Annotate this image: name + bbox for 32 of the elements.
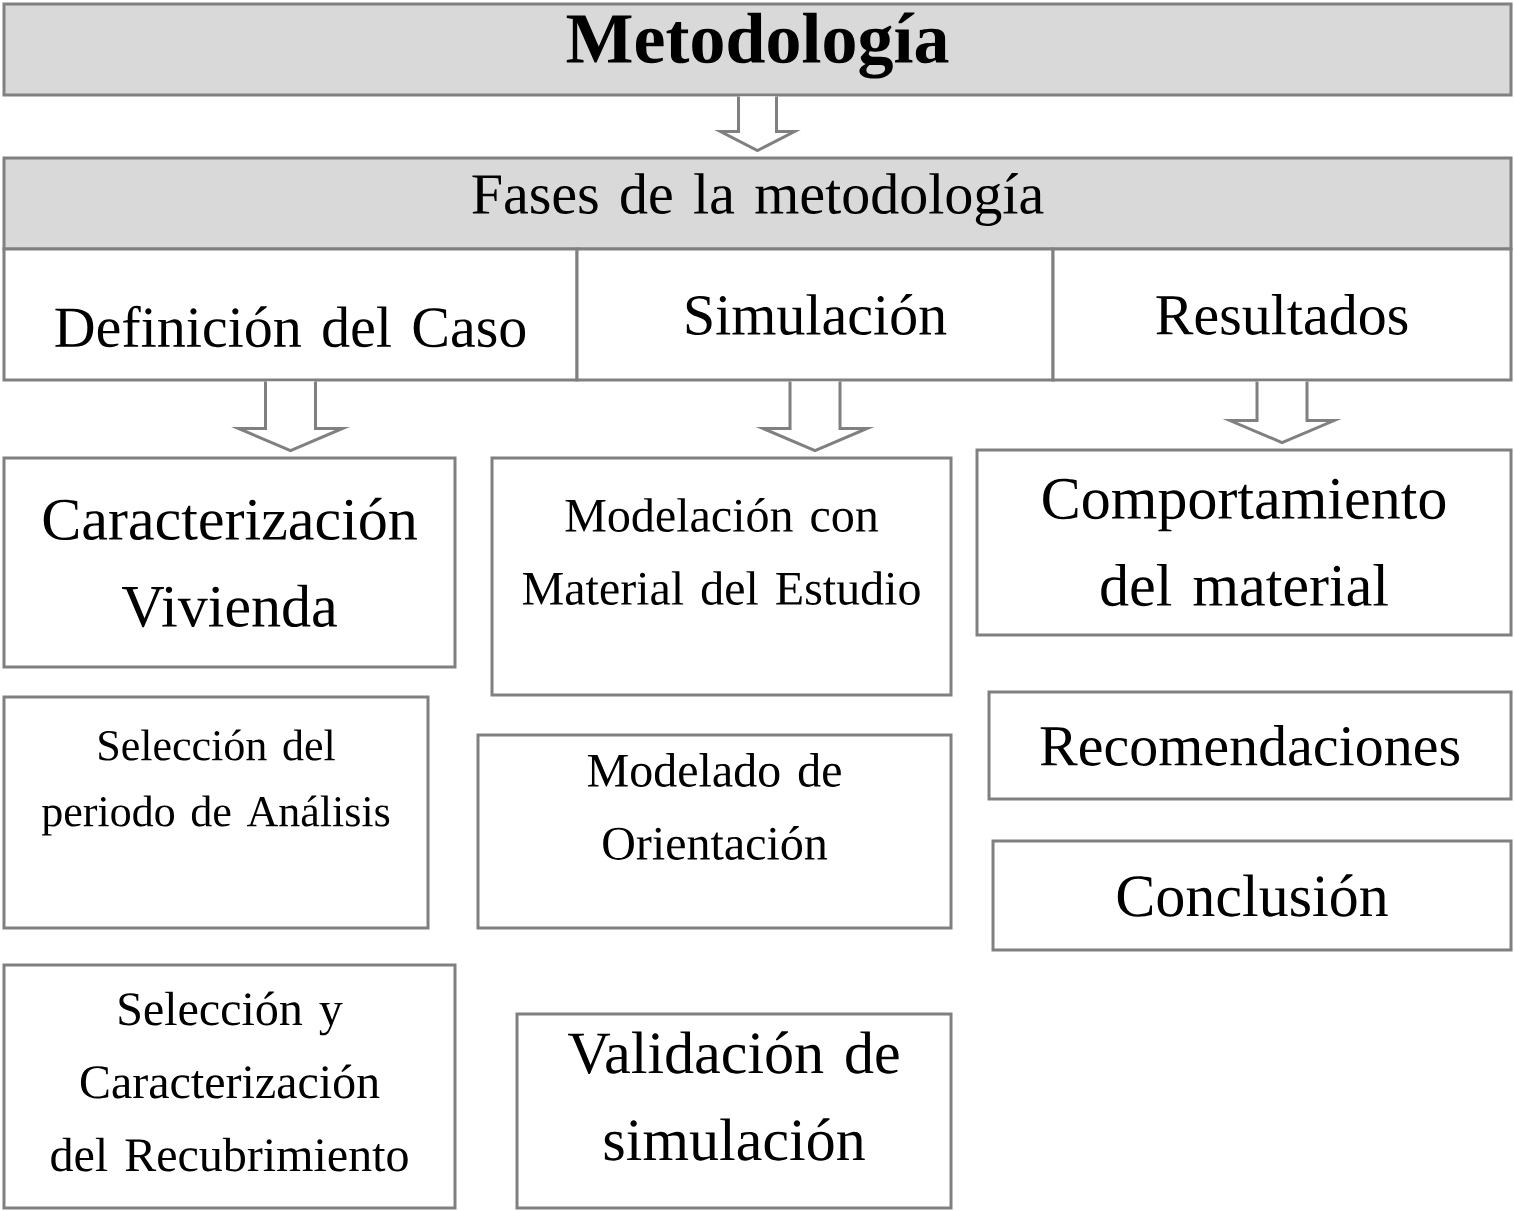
step-box <box>515 1012 953 1210</box>
phase-header-bar <box>2 156 1513 251</box>
node-label: Conclusión <box>1117 874 1388 917</box>
step-box <box>490 456 953 697</box>
block-arrow <box>755 380 875 453</box>
node-label: Simulación <box>686 294 947 335</box>
node-label: Fases de la metodología <box>472 173 1044 226</box>
step-box <box>975 448 1513 637</box>
block-arrow <box>231 380 350 453</box>
node-label: Resultados <box>1156 294 1408 335</box>
block-arrow <box>714 95 801 153</box>
node-label: Modelado de Orientación <box>587 753 841 860</box>
step-box <box>2 963 457 1210</box>
step-box <box>987 690 1513 801</box>
node-label: Selección y Caracterización del Recubrimiento <box>51 991 408 1172</box>
step-box <box>476 733 953 930</box>
phase-box <box>1051 247 1513 382</box>
node-label: Metodología <box>566 12 949 79</box>
node-label: Selección del periodo de Análisis <box>41 729 390 836</box>
step-box <box>2 456 457 669</box>
node-label: Caracterización Vivienda <box>43 497 417 628</box>
block-arrow <box>1222 380 1342 445</box>
node-label: Recomendaciones <box>1040 725 1459 766</box>
node-label: Comportamiento del material <box>1043 478 1446 607</box>
title-bar <box>2 2 1513 97</box>
step-box <box>991 839 1513 952</box>
node-label: Validación de simulación <box>568 1031 899 1161</box>
node-label: Definición del Caso <box>55 305 526 348</box>
step-box <box>2 695 430 930</box>
phase-box <box>2 247 579 382</box>
phase-box <box>575 247 1055 382</box>
node-label: Modelación con Material del Estudio <box>522 498 920 605</box>
